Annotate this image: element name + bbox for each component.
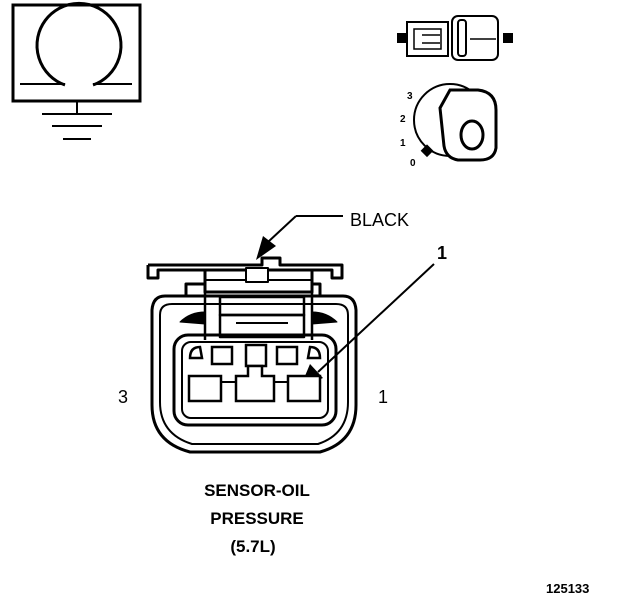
ignition-position-0: 0 — [410, 158, 416, 169]
caption-line-3: (5.7L) — [230, 537, 275, 556]
connector-plug-icon — [397, 15, 513, 61]
figure-number: 125133 — [546, 581, 589, 596]
terminal-cavities — [187, 364, 322, 403]
upper-cavities — [188, 343, 322, 368]
black-leader — [256, 215, 343, 260]
caption-line-1: SENSOR-OIL — [204, 481, 310, 500]
terminal-3 — [187, 374, 223, 403]
ignition-key-icon: 3 2 1 0 — [400, 83, 498, 169]
callout-number: 1 — [437, 243, 447, 263]
connector-housing — [146, 256, 358, 454]
ignition-position-1: 1 — [400, 138, 406, 149]
terminal-2 — [234, 364, 276, 403]
ground-gauge-icon — [11, 1, 142, 140]
terminal-1 — [286, 374, 322, 403]
ignition-position-2: 2 — [400, 114, 406, 125]
pin-label-right: 1 — [378, 387, 388, 407]
ignition-position-3: 3 — [407, 91, 413, 102]
connector-color-label: BLACK — [350, 210, 409, 230]
caption-line-2: PRESSURE — [210, 509, 304, 528]
pin-label-left: 3 — [118, 387, 128, 407]
